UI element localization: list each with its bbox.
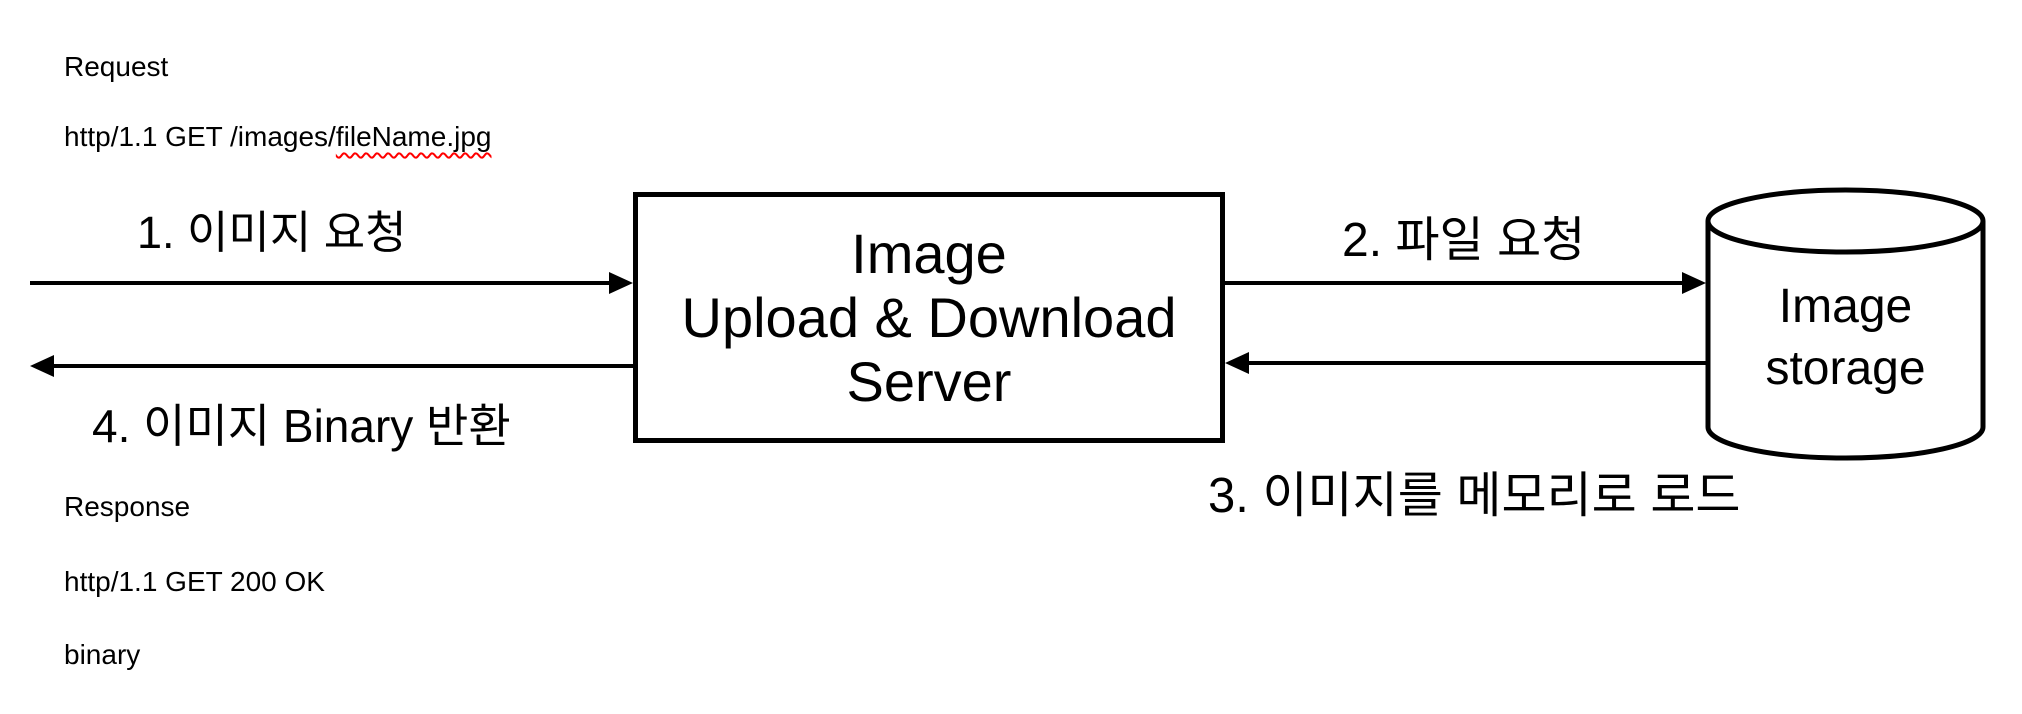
arrow-server-to-storage <box>1225 272 1706 294</box>
response-status-line: http/1.1 GET 200 OK <box>64 566 325 597</box>
arrow-shaft <box>1225 281 1688 285</box>
step4-return-binary-label: 4. 이미지 Binary 반환 <box>92 400 511 452</box>
arrow-shaft <box>48 364 633 368</box>
image-storage-label: Image storage <box>1765 280 1926 395</box>
image-upload-download-server-box: Image Upload & Download Server <box>633 192 1225 443</box>
database-cylinder-icon <box>1705 187 1986 461</box>
response-title: Response <box>64 491 191 522</box>
step1-image-request-label: 1. 이미지 요청 <box>137 207 407 258</box>
arrow-client-to-server <box>30 272 633 294</box>
request-http-prefix: http/1.1 GET /images/ <box>64 121 336 152</box>
arrowhead-right-icon <box>1682 272 1706 294</box>
response-body: binary <box>64 639 141 670</box>
step3-load-to-memory-label: 3. 이미지를 메모리로 로드 <box>1208 469 1741 523</box>
arrow-shaft <box>1243 361 1706 365</box>
request-title: Request <box>64 51 169 82</box>
request-http-line: http/1.1 GET /images/fileName.jpg <box>64 120 491 154</box>
arrowhead-left-icon <box>30 355 54 377</box>
arrowhead-right-icon <box>609 272 633 294</box>
arrow-storage-to-server <box>1225 352 1706 374</box>
step2-file-request-label: 2. 파일 요청 <box>1342 214 1586 267</box>
request-filename-misspelled: fileName.jpg <box>335 121 492 152</box>
arrow-shaft <box>30 281 615 285</box>
arrowhead-left-icon <box>1225 352 1249 374</box>
arrow-server-to-client <box>30 355 633 377</box>
